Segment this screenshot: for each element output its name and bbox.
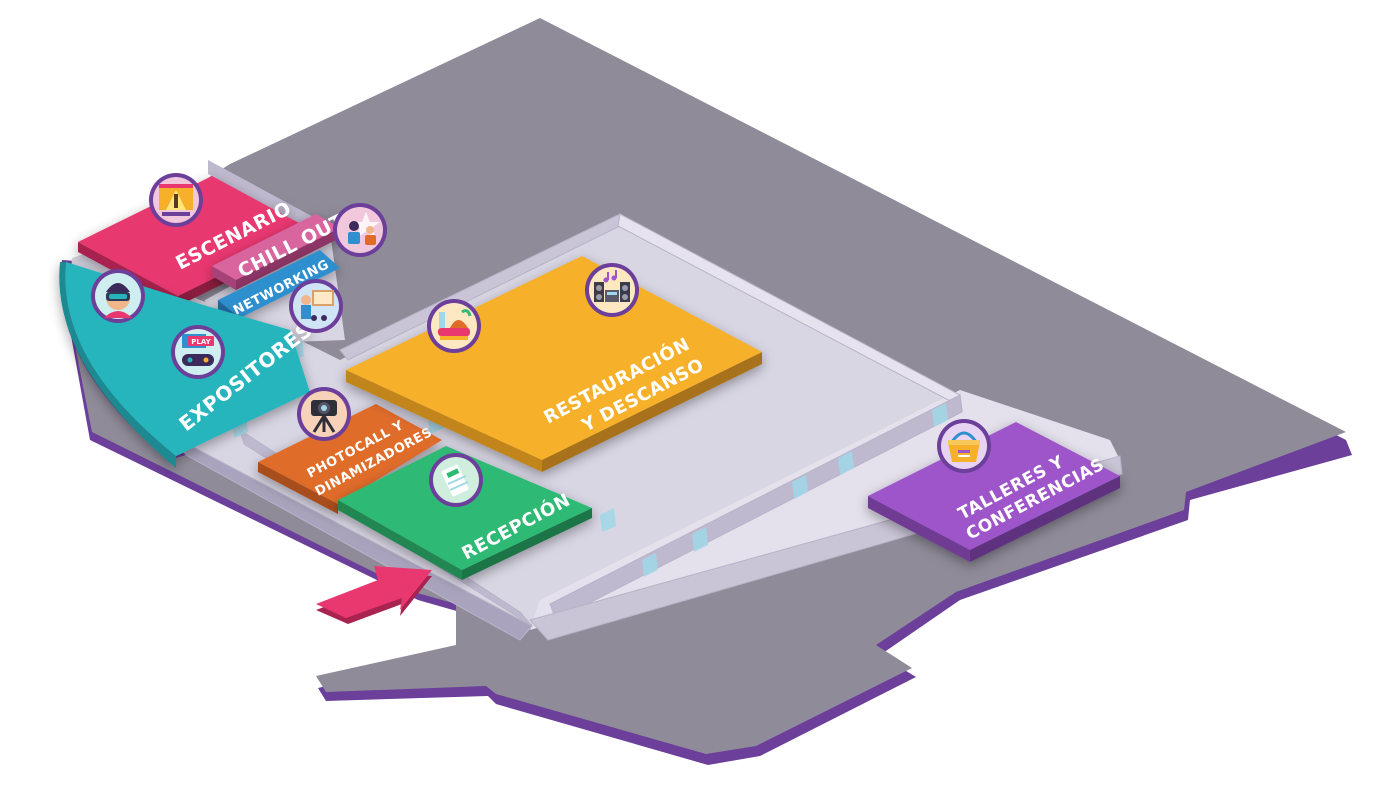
play-badge: PLAY bbox=[191, 338, 211, 346]
relax-people-icon bbox=[333, 203, 387, 257]
camera-tripod-icon bbox=[297, 387, 351, 441]
entrance-arrow bbox=[316, 566, 432, 624]
food-tray-icon bbox=[427, 299, 481, 353]
partition-wall bbox=[208, 160, 330, 240]
ticket-icon bbox=[429, 453, 483, 507]
zone-talleres[interactable]: TALLERES Y CONFERENCIAS bbox=[868, 422, 1120, 562]
sound-system-icon bbox=[585, 263, 639, 317]
game-controller-icon: PLAY bbox=[171, 325, 225, 379]
stage-icon bbox=[149, 173, 203, 227]
vr-headset-icon bbox=[91, 269, 145, 323]
bucket-icon bbox=[937, 419, 991, 473]
presentation-board-icon bbox=[289, 279, 343, 333]
zone-recepcion[interactable]: RECEPCIÓN bbox=[338, 446, 592, 580]
